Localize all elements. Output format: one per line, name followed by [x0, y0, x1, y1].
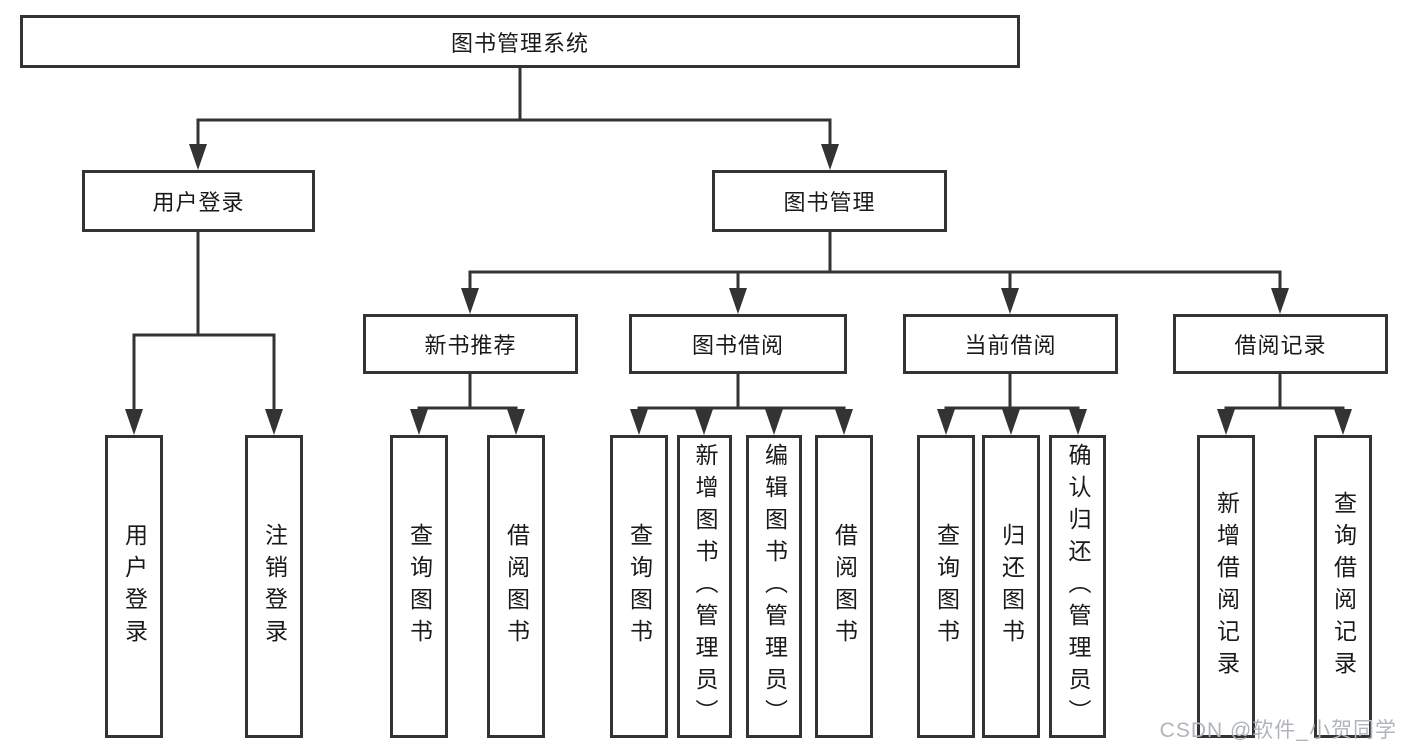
connector-root — [196, 68, 832, 164]
node-borrowing-records-label: 借阅记录 — [1234, 333, 1327, 358]
node-book-borrowing: 图书借阅 — [629, 314, 847, 374]
leaf-edit-book-admin: 编辑图书（管理员） — [746, 435, 802, 738]
leaf-logout-label: 注销登录 — [261, 522, 288, 651]
node-book-management: 图书管理 — [712, 170, 947, 232]
connector-user-login — [132, 232, 276, 429]
leaf-query-books-current-label: 查询图书 — [933, 522, 960, 651]
leaf-add-borrow-record-label: 新增借阅记录 — [1213, 490, 1240, 683]
node-borrowing-records: 借阅记录 — [1173, 314, 1388, 374]
leaf-logout: 注销登录 — [245, 435, 303, 738]
leaf-query-books-borrowing-label: 查询图书 — [626, 522, 653, 651]
leaf-query-books-current: 查询图书 — [917, 435, 975, 738]
node-book-borrowing-label: 图书借阅 — [691, 333, 784, 358]
leaf-return-book-label: 归还图书 — [998, 522, 1025, 651]
leaf-add-book-admin-label: 新增图书（管理员） — [692, 442, 718, 731]
leaf-edit-book-admin-label: 编辑图书（管理员） — [761, 442, 788, 731]
leaf-borrow-books-borrowing: 借阅图书 — [815, 435, 873, 738]
leaf-borrow-books-recommend: 借阅图书 — [487, 435, 545, 738]
leaf-user-login: 用户登录 — [105, 435, 163, 738]
node-book-management-label: 图书管理 — [783, 190, 876, 215]
leaf-query-borrow-record-label: 查询借阅记录 — [1330, 490, 1357, 683]
leaf-query-borrow-record: 查询借阅记录 — [1314, 435, 1372, 738]
leaf-query-books-recommend: 查询图书 — [390, 435, 448, 738]
connector-new-book-recommend — [417, 374, 518, 429]
node-new-book-recommend-label: 新书推荐 — [424, 333, 517, 358]
node-new-book-recommend: 新书推荐 — [363, 314, 578, 374]
leaf-confirm-return-admin-label: 确认归还（管理员） — [1065, 442, 1091, 731]
leaf-borrow-books-recommend-label: 借阅图书 — [503, 522, 530, 651]
leaf-query-books-recommend-label: 查询图书 — [406, 522, 433, 651]
leaf-borrow-books-borrowing-label: 借阅图书 — [831, 522, 858, 651]
connector-borrowing-records — [1224, 374, 1345, 429]
connector-book-management — [468, 232, 1282, 308]
leaf-add-borrow-record: 新增借阅记录 — [1197, 435, 1255, 738]
node-user-login-label: 用户登录 — [152, 190, 245, 215]
node-current-borrowing-label: 当前借阅 — [964, 333, 1057, 358]
leaf-query-books-borrowing: 查询图书 — [610, 435, 668, 738]
leaf-confirm-return-admin: 确认归还（管理员） — [1049, 435, 1106, 738]
node-current-borrowing: 当前借阅 — [903, 314, 1118, 374]
leaf-return-book: 归还图书 — [982, 435, 1040, 738]
leaf-add-book-admin: 新增图书（管理员） — [677, 435, 732, 738]
csdn-watermark: CSDN @软件_小贺同学 — [1159, 719, 1397, 742]
node-user-login: 用户登录 — [82, 170, 315, 232]
node-root-label: 图书管理系统 — [450, 30, 589, 56]
leaf-user-login-label: 用户登录 — [121, 522, 148, 651]
node-root-system: 图书管理系统 — [20, 15, 1020, 68]
connector-book-borrowing — [637, 374, 846, 429]
